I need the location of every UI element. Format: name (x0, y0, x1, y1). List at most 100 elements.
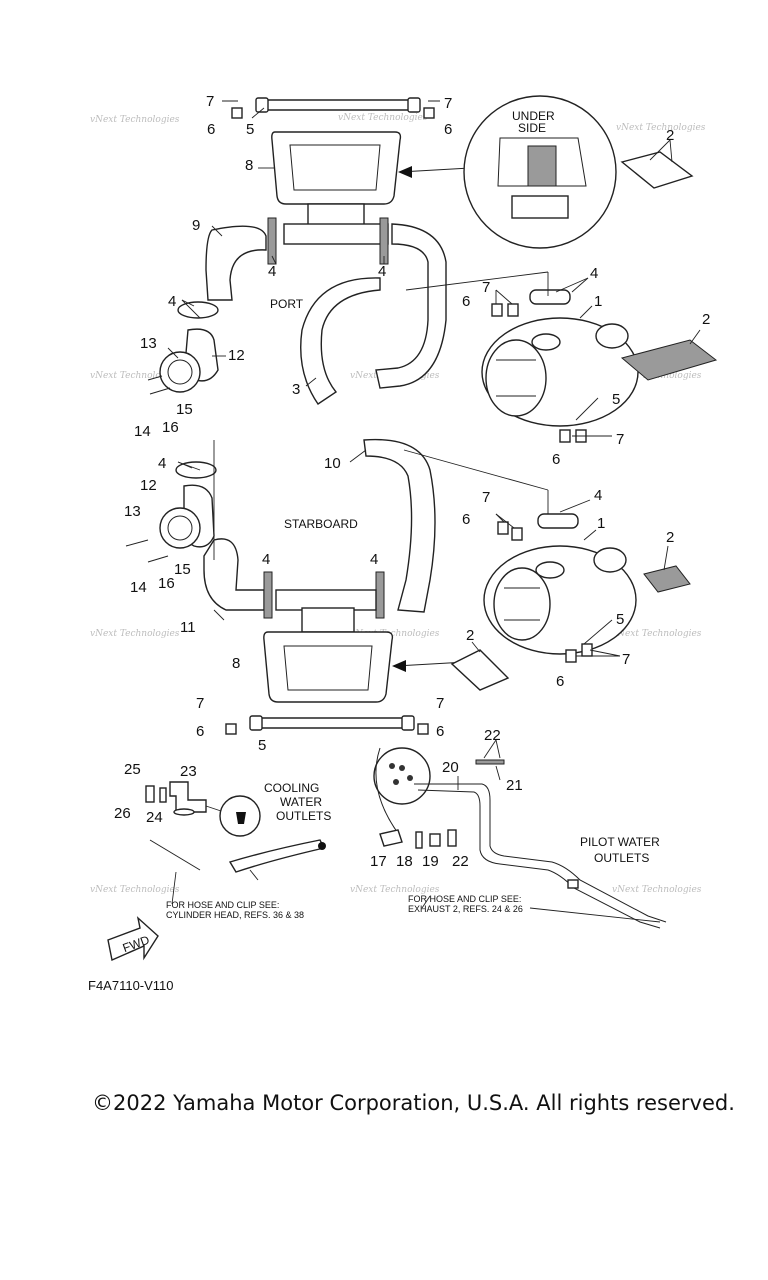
watermark: vNext Technologies (350, 629, 440, 639)
callout-4: 4 (158, 455, 166, 472)
callout-7: 7 (436, 695, 444, 712)
fitting-22 (447, 829, 457, 847)
watermark: vNext Technologies (338, 113, 428, 123)
underside-detail (463, 95, 617, 249)
foam-pad-right (620, 339, 718, 381)
callout-7: 7 (444, 95, 452, 112)
clip (225, 723, 237, 735)
fitting-17 (379, 829, 403, 847)
starboard-label: STARBOARD (284, 517, 358, 531)
fitting-18 (415, 831, 423, 849)
cooling-label: WATER (280, 795, 322, 809)
clip (559, 429, 571, 443)
callout-13: 13 (124, 503, 141, 520)
callout-5: 5 (258, 737, 266, 754)
callout-24: 24 (146, 809, 163, 826)
resonator-box-bottom (263, 607, 394, 703)
flame-arrester (159, 507, 201, 549)
callout-4: 4 (370, 551, 378, 568)
clip (417, 723, 429, 735)
watermark: vNext Technologies (90, 371, 180, 381)
callout-4: 4 (268, 263, 276, 280)
clip (565, 649, 577, 663)
port-label: PORT (270, 297, 304, 311)
callout-12: 12 (140, 477, 157, 494)
pilot-label: OUTLETS (594, 851, 649, 865)
callout-4: 4 (594, 487, 602, 504)
underside-label: SIDE (518, 121, 546, 135)
callout-12: 12 (228, 347, 245, 364)
fwd-arrow: FWD (107, 916, 159, 961)
diagram-code: F4A7110-V110 (88, 978, 174, 993)
callout-4: 4 (262, 551, 270, 568)
callout-6: 6 (462, 511, 470, 528)
callout-1: 1 (597, 515, 605, 532)
callout-5: 5 (612, 391, 620, 408)
callout-11: 11 (180, 619, 196, 636)
callout-18: 18 (396, 853, 413, 870)
callout-9: 9 (192, 217, 200, 234)
hose-note-right: EXHAUST 2, REFS. 24 & 26 (408, 904, 523, 914)
watermark: vNext Technologies (612, 885, 702, 895)
cooling-fittings (145, 781, 326, 905)
pipe-end (567, 879, 579, 889)
hose-note-left: FOR HOSE AND CLIP SEE: (166, 900, 279, 910)
watermark: vNext Technologies (350, 885, 440, 895)
clamp-strip (267, 217, 277, 265)
watermark: vNext Technologies (90, 115, 180, 125)
callout-14: 14 (130, 579, 147, 596)
pilot-fittings-detail (373, 747, 431, 837)
callout-23: 23 (180, 763, 197, 780)
callout-6: 6 (552, 451, 560, 468)
callout-22: 22 (484, 727, 501, 744)
callout-8: 8 (245, 157, 253, 174)
copyright: ©2022 Yamaha Motor Corporation, U.S.A. A… (92, 1091, 735, 1115)
callout-2: 2 (466, 627, 474, 644)
callout-7: 7 (616, 431, 624, 448)
callout-21: 21 (506, 777, 523, 794)
callout-6: 6 (207, 121, 215, 138)
watermark: vNext Technologies (612, 629, 702, 639)
callout-17: 17 (370, 853, 387, 870)
callout-16: 16 (158, 575, 175, 592)
callout-7: 7 (196, 695, 204, 712)
callout-15: 15 (174, 561, 191, 578)
callout-15: 15 (176, 401, 193, 418)
callout-6: 6 (556, 673, 564, 690)
callout-7: 7 (482, 489, 490, 506)
clip (497, 521, 509, 535)
leader-lines (167, 107, 701, 790)
callout-10: 10 (324, 455, 341, 472)
clip (507, 303, 519, 317)
pilot-label: PILOT WATER (580, 835, 660, 849)
callout-22: 22 (452, 853, 469, 870)
callout-4: 4 (590, 265, 598, 282)
pipe-clip-strip (475, 759, 505, 765)
callout-5: 5 (616, 611, 624, 628)
callout-8: 8 (232, 655, 240, 672)
watermark: vNext Technologies (90, 885, 180, 895)
foam-pad-lower (450, 649, 510, 691)
callout-7: 7 (482, 279, 490, 296)
strap-bottom (249, 715, 415, 731)
watermark: vNext Technologies (90, 629, 180, 639)
callout-7: 7 (622, 651, 630, 668)
air-filter-top (481, 289, 639, 427)
callout-20: 20 (442, 759, 459, 776)
hose-note-left: CYLINDER HEAD, REFS. 36 & 38 (166, 910, 304, 920)
clamp-ring (175, 461, 217, 479)
callout-26: 26 (114, 805, 131, 822)
callout-2: 2 (666, 529, 674, 546)
strap-top (255, 97, 421, 113)
callout-14: 14 (134, 423, 151, 440)
callout-13: 13 (140, 335, 157, 352)
callout-16: 16 (162, 419, 179, 436)
callout-3: 3 (292, 381, 300, 398)
callout-6: 6 (444, 121, 452, 138)
clip-top-right (423, 100, 440, 119)
cooling-label: OUTLETS (276, 809, 331, 823)
foam-pad-underside (620, 151, 694, 189)
clip (511, 527, 523, 541)
callout-2: 2 (666, 127, 674, 144)
